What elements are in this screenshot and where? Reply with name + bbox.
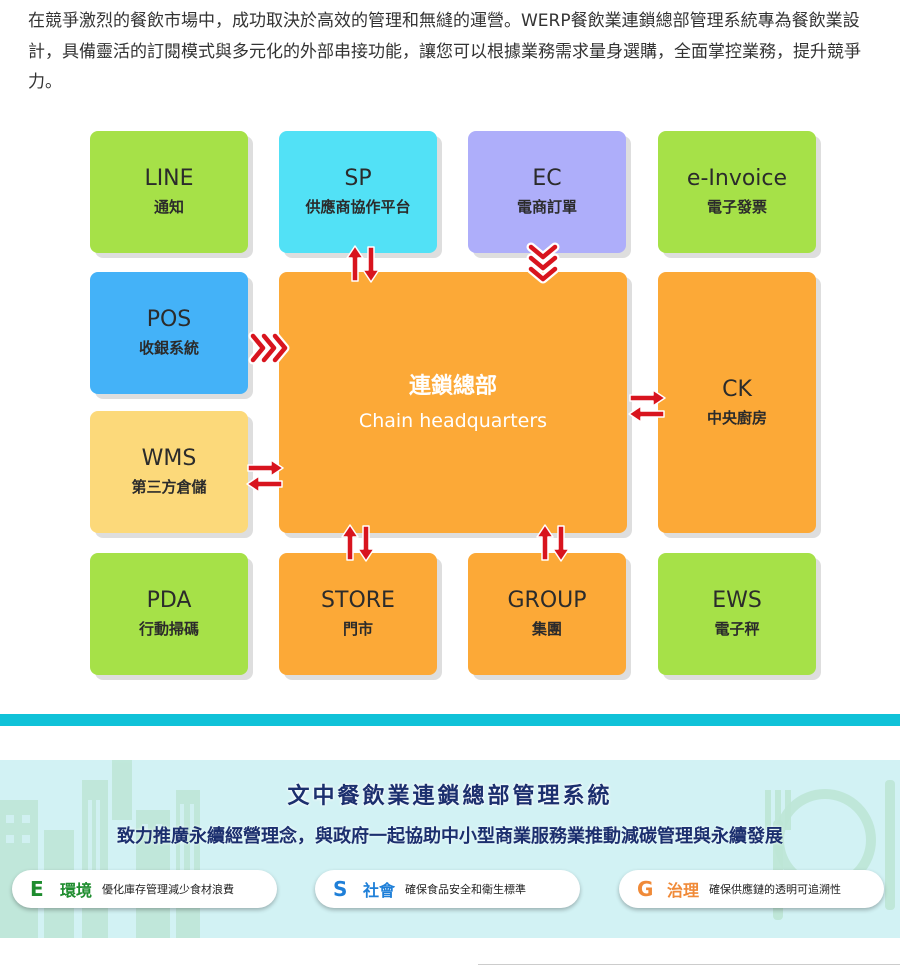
line-title: LINE xyxy=(144,166,194,191)
esg-governance-name: 治理 xyxy=(667,881,700,900)
esg-title: 文中餐飲業連鎖總部管理系統 xyxy=(287,784,613,809)
ews-title: EWS xyxy=(712,588,762,613)
line-notify-box: LINE 通知 xyxy=(90,131,248,253)
ec-subtitle: 電商訂單 xyxy=(516,198,577,216)
group-title: GROUP xyxy=(507,588,587,613)
esg-social-letter: S xyxy=(333,877,348,901)
hq-title: 連鎖總部 xyxy=(408,373,497,399)
pda-title: PDA xyxy=(146,588,192,613)
sp-title: SP xyxy=(344,166,372,191)
group-hq-bidirectional-arrow-icon xyxy=(536,524,570,562)
einvoice-title: e-Invoice xyxy=(686,166,788,191)
einvoice-box: e-Invoice 電子發票 xyxy=(658,131,816,253)
chain-headquarters-box: 連鎖總部 Chain headquarters xyxy=(279,272,627,533)
ec-hq-inbound-arrow-icon xyxy=(526,242,560,284)
footer-divider xyxy=(478,964,900,965)
pos-subtitle: 收銀系統 xyxy=(138,339,199,357)
esg-governance-desc: 確保供應鏈的透明可追溯性 xyxy=(709,883,842,896)
esg-banner: 文中餐飲業連鎖總部管理系統 致力推廣永續經營理念，與政府一起協助中小型商業服務業… xyxy=(0,760,900,938)
wms-box: WMS 第三方倉儲 xyxy=(90,411,248,533)
wms-subtitle: 第三方倉儲 xyxy=(131,478,207,496)
esg-governance-pill: G 治理 確保供應鏈的透明可追溯性 xyxy=(619,870,884,908)
hq-subtitle: Chain headquarters xyxy=(358,409,548,432)
group-box: GROUP 集團 xyxy=(468,553,626,675)
wms-hq-bidirectional-arrow-icon xyxy=(246,459,284,493)
intro-text: 在競爭激烈的餐飲市場中，成功取決於高效的管理和無縫的運營。WERP餐飲業連鎖總部… xyxy=(28,11,861,92)
ck-subtitle: 中央廚房 xyxy=(706,408,767,427)
pos-hq-inbound-arrow-icon xyxy=(248,331,290,365)
line-subtitle: 通知 xyxy=(153,198,184,216)
store-hq-bidirectional-arrow-icon xyxy=(341,524,375,562)
ews-box: EWS 電子秤 xyxy=(658,553,816,675)
pda-subtitle: 行動掃碼 xyxy=(138,620,199,638)
esg-environment-letter: E xyxy=(30,877,44,901)
sp-supplier-box: SP 供應商協作平台 xyxy=(279,131,437,253)
esg-social-name: 社會 xyxy=(363,881,396,900)
store-title: STORE xyxy=(321,588,395,613)
esg-environment-desc: 優化庫存管理減少食材浪費 xyxy=(102,883,235,896)
group-subtitle: 集團 xyxy=(531,620,562,638)
sp-subtitle: 供應商協作平台 xyxy=(305,198,411,216)
einvoice-subtitle: 電子發票 xyxy=(706,198,767,216)
pda-box: PDA 行動掃碼 xyxy=(90,553,248,675)
esg-environment-pill: E 環境 優化庫存管理減少食材浪費 xyxy=(12,870,277,908)
ck-title: CK xyxy=(722,376,752,402)
ck-central-kitchen-box: CK 中央廚房 xyxy=(658,272,816,533)
store-box: STORE 門市 xyxy=(279,553,437,675)
ec-order-box: EC 電商訂單 xyxy=(468,131,626,253)
sp-hq-bidirectional-arrow-icon xyxy=(346,245,380,283)
esg-social-pill: S 社會 確保食品安全和衛生標準 xyxy=(315,870,580,908)
store-subtitle: 門市 xyxy=(342,620,373,638)
esg-governance-letter: G xyxy=(637,877,654,901)
ec-title: EC xyxy=(532,166,562,191)
pos-title: POS xyxy=(146,307,192,332)
pos-box: POS 收銀系統 xyxy=(90,272,248,394)
esg-environment-name: 環境 xyxy=(60,881,93,900)
esg-social-desc: 確保食品安全和衛生標準 xyxy=(405,883,527,896)
wms-title: WMS xyxy=(141,446,197,471)
ews-subtitle: 電子秤 xyxy=(714,620,760,638)
ck-hq-bidirectional-arrow-icon xyxy=(628,389,666,423)
section-divider xyxy=(0,714,900,726)
esg-subtitle: 致力推廣永續經營理念，與政府一起協助中小型商業服務業推動減碳管理與永續發展 xyxy=(117,826,783,847)
